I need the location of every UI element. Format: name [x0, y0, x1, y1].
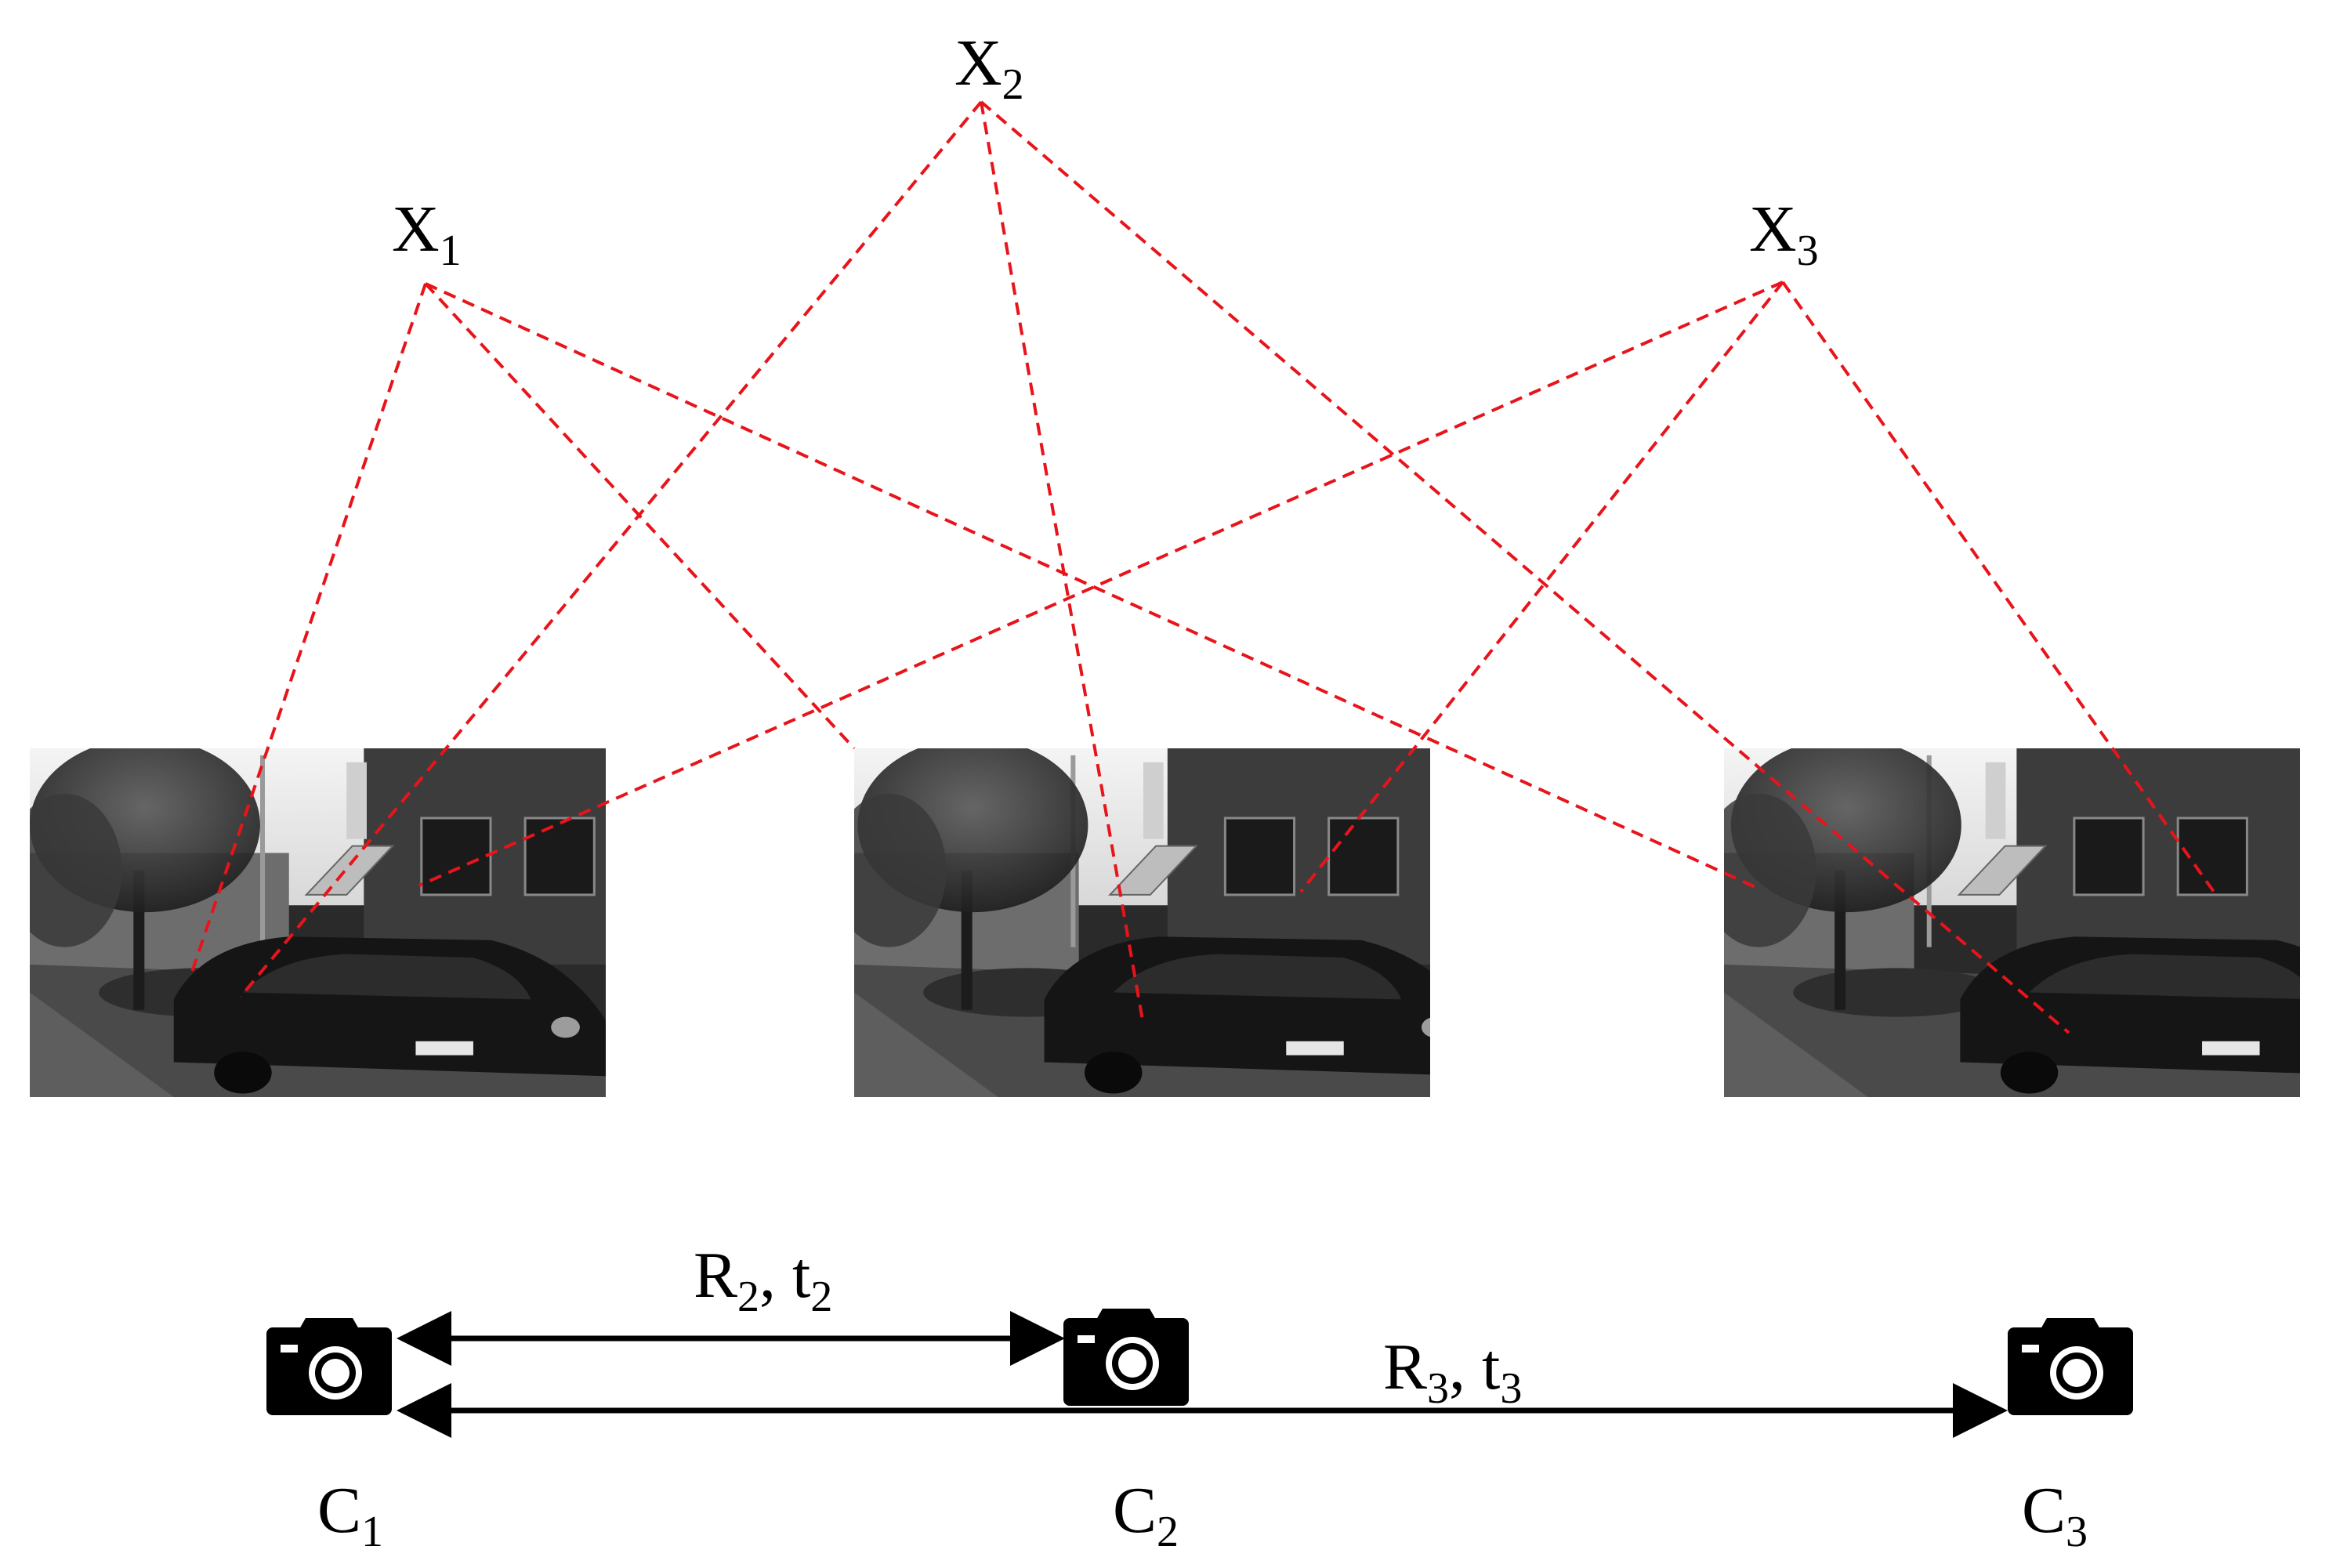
ray-x2-2: [980, 101, 1144, 1021]
camera-label-c1: C1: [317, 1474, 383, 1556]
camera-icon: [1063, 1309, 1189, 1406]
point-label-x1: X1: [392, 193, 462, 275]
camera-icon: [2008, 1318, 2133, 1415]
ray-x3-1: [418, 281, 1784, 887]
street-image-2: [854, 748, 1430, 1097]
ray-x2-1: [239, 100, 983, 998]
ray-x2-3: [980, 100, 2070, 1034]
street-image-3: [1724, 748, 2300, 1097]
projection-rays: [190, 100, 2215, 1034]
ray-x3-2: [1299, 281, 1784, 893]
camera-icon: [266, 1318, 392, 1415]
street-image-1: [30, 748, 606, 1097]
ray-x3-3: [1781, 281, 2215, 893]
pose-label-2: R2, t2: [694, 1239, 832, 1321]
camera-label-c2: C2: [1113, 1474, 1179, 1556]
point-label-x2: X2: [954, 27, 1024, 109]
camera-label-c3: C3: [2022, 1474, 2088, 1556]
pose-label-3: R3, t3: [1383, 1331, 1522, 1413]
point-label-x3: X3: [1749, 193, 1819, 275]
